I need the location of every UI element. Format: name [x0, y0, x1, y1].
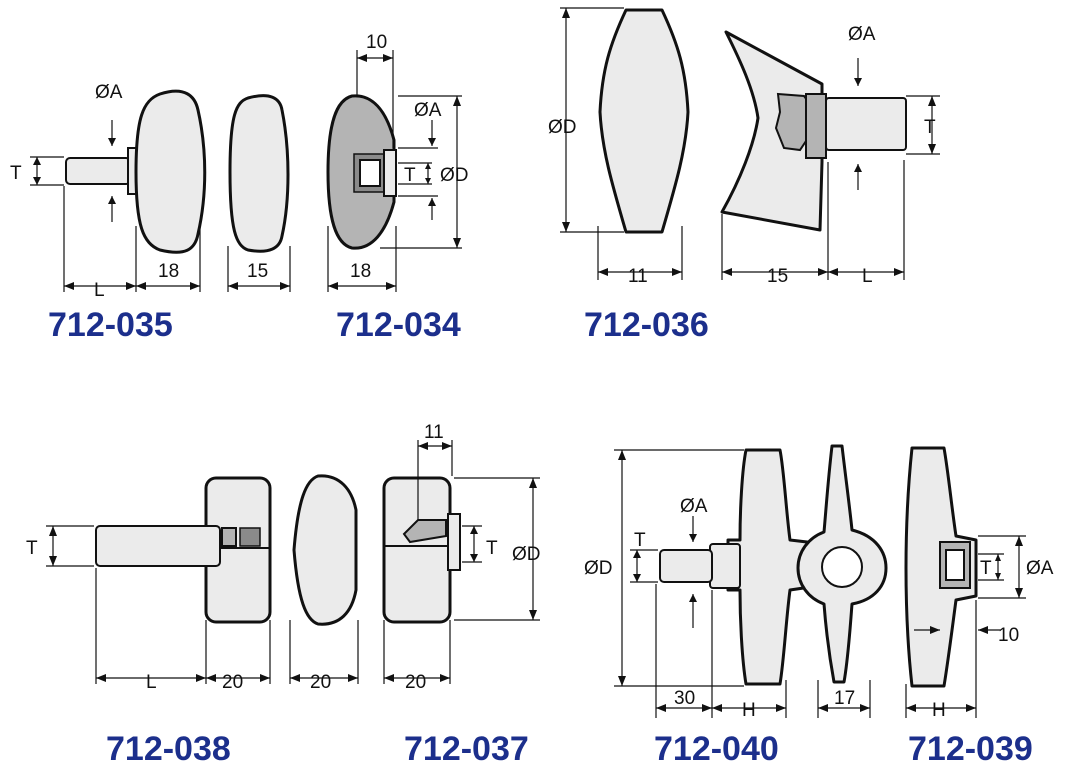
label-20-037-section: 20 [405, 672, 426, 693]
code-712-034: 712-034 [336, 306, 461, 344]
dims-712-034 [327, 50, 462, 292]
knob-712-040-end-view [796, 444, 888, 684]
label-l-035: L [94, 280, 105, 301]
code-712-036: 712-036 [584, 306, 709, 344]
code-712-039: 712-039 [908, 730, 1033, 764]
label-t-036: T [924, 117, 936, 138]
code-712-038: 712-038 [106, 730, 231, 764]
label-15-036: 15 [767, 266, 788, 287]
dims-712-038 [46, 525, 271, 684]
label-11-037: 11 [424, 422, 444, 443]
label-15-035: 15 [247, 261, 268, 282]
label-20-038: 20 [222, 672, 243, 693]
dims-712-035 [30, 120, 291, 292]
code-712-035: 712-035 [48, 306, 173, 344]
label-h-040: H [742, 700, 756, 721]
label-t-034: T [404, 165, 416, 186]
knob-712-035-side-view [65, 89, 207, 254]
code-712-037: 712-037 [404, 730, 529, 764]
label-17-040: 17 [834, 688, 855, 709]
label-30-040: 30 [674, 688, 695, 709]
label-dia-a-034: ØA [414, 100, 442, 121]
knob-712-035-face-view [228, 94, 290, 253]
label-l-038: L [146, 672, 157, 693]
label-10-039: 10 [998, 625, 1019, 646]
knob-712-037-face-view [292, 474, 358, 626]
dims-712-039 [905, 535, 1026, 718]
dims-712-036 [560, 7, 940, 280]
label-t-037: T [486, 538, 498, 559]
label-dia-a-039: ØA [1026, 558, 1054, 579]
knob-712-040-side-view [659, 448, 860, 686]
label-dia-a-036: ØA [848, 24, 876, 45]
knob-712-034-section [326, 94, 397, 250]
label-t-038: T [26, 538, 38, 559]
code-712-040: 712-040 [654, 730, 779, 764]
label-dia-d-036: ØD [548, 117, 577, 138]
label-t-039: T [980, 558, 992, 579]
label-11-036: 11 [628, 266, 648, 287]
label-dia-d-040: ØD [584, 558, 613, 579]
label-t-035: T [10, 163, 22, 184]
knob-712-036-face-view [598, 8, 690, 234]
label-t-040: T [634, 530, 646, 551]
dims-712-040 [614, 449, 871, 718]
knob-712-038-side-view [95, 476, 272, 624]
label-dia-d-037: ØD [512, 544, 541, 565]
label-20-037-face: 20 [310, 672, 331, 693]
knob-712-039-section [904, 446, 978, 688]
label-18-035: 18 [158, 261, 179, 282]
label-dia-a-035: ØA [95, 82, 123, 103]
label-18-034: 18 [350, 261, 371, 282]
label-dia-d-034: ØD [440, 165, 469, 186]
knob-712-036-section [720, 30, 907, 232]
label-h-039: H [932, 700, 946, 721]
label-dia-a-040: ØA [680, 496, 708, 517]
dims-712-037 [289, 440, 540, 684]
label-l-036: L [862, 266, 873, 287]
knob-712-037-section [382, 476, 461, 624]
label-10-034: 10 [366, 32, 387, 53]
